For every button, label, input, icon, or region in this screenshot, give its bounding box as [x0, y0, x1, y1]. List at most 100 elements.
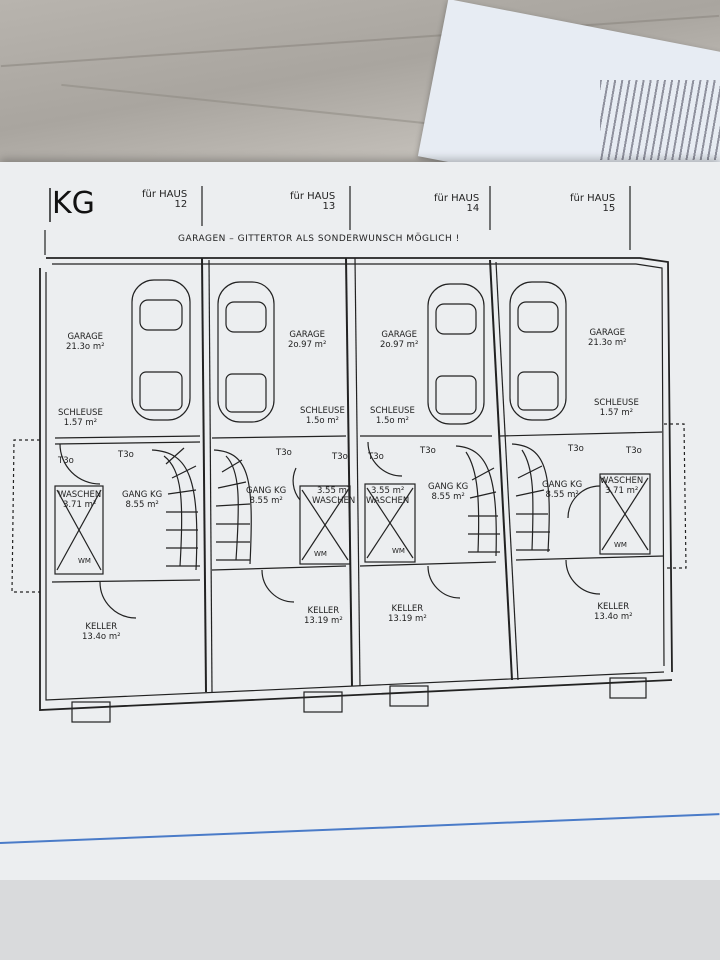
keller-wall: [359, 561, 497, 567]
garage-wall: [211, 435, 347, 439]
light-well: [389, 685, 429, 707]
background-paper-drawing: [600, 80, 720, 160]
room-name: KELLER: [391, 604, 424, 614]
house-number: 15: [602, 203, 616, 214]
light-well: [609, 677, 647, 699]
house-header-label: für HAUS: [570, 193, 616, 204]
party-wall: [354, 257, 361, 687]
waschen-cross: [601, 477, 649, 551]
car-h15: [509, 281, 567, 421]
staircase-h14: [455, 445, 500, 557]
car-h13: [217, 281, 275, 423]
washing-machine-label-h15: WM: [614, 541, 627, 549]
room-name: SCHLEUSE: [58, 408, 103, 418]
house-number: 14: [466, 203, 480, 214]
room-area: 21.3o m²: [66, 342, 105, 352]
room-name: WASCHEN: [366, 496, 410, 506]
house-header-label: für HAUS: [142, 189, 188, 200]
room-name: GARAGE: [67, 332, 104, 342]
room-name: SCHLEUSE: [594, 398, 639, 408]
room-name: KELLER: [307, 606, 340, 616]
room-area: 8.55 m²: [249, 496, 283, 506]
house-14-header: für HAUS 14: [434, 194, 479, 214]
room-name: WASCHEN: [58, 490, 102, 500]
room-name: GARAGE: [589, 328, 626, 338]
house-13-header: für HAUS 13: [290, 192, 335, 212]
door-swing: [99, 581, 137, 619]
door-label-h15: T3o: [568, 444, 584, 454]
room-area: 3.55 m²: [370, 486, 405, 496]
room-area: 13.19 m²: [304, 616, 343, 626]
waschen-cross: [366, 487, 414, 559]
door-label-h14: T3o: [420, 446, 436, 456]
waschen-room-h15: [599, 473, 651, 555]
keller-wall: [515, 555, 665, 561]
room-area: 13.19 m²: [388, 614, 427, 624]
room-area: 1.5o m²: [305, 416, 339, 426]
door-swing: [367, 441, 403, 477]
party-wall: [208, 259, 213, 693]
dashed-outline: [664, 423, 687, 569]
house-header-label: für HAUS: [290, 191, 336, 202]
party-wall: [345, 257, 353, 687]
keller-wall: [211, 565, 347, 571]
room-name: GANG KG: [246, 486, 287, 496]
waschen-room-h13: [299, 485, 351, 565]
washing-machine-label-h13: WM: [314, 550, 327, 558]
room-area: 1.57 m²: [599, 408, 634, 418]
door-label-h12: T3o: [118, 450, 134, 460]
door-swing: [292, 467, 301, 501]
car-h14: [427, 283, 485, 425]
room-area: 8.55 m²: [125, 500, 159, 510]
house-header-label: für HAUS: [434, 193, 480, 204]
room-area: 2o.97 m²: [288, 340, 327, 350]
outer-wall-top: [46, 257, 673, 673]
room-name: SCHLEUSE: [300, 406, 345, 416]
waschen-cross: [301, 489, 349, 561]
outer-wall-bottom-inner: [45, 272, 665, 701]
outer-wall-bottom: [39, 268, 673, 711]
garage-wall: [499, 431, 663, 437]
door-label-h13: T3o: [332, 452, 348, 462]
door-swing: [59, 443, 101, 485]
room-name: GARAGE: [381, 330, 417, 340]
staircase-h12: [151, 447, 200, 571]
garage-wall: [54, 441, 201, 445]
car-h12: [131, 279, 191, 421]
room-area: 3.55 m²: [316, 486, 351, 496]
door-label-h15: T3o: [626, 446, 642, 456]
room-name: KELLER: [85, 622, 118, 632]
staircase-h15: [511, 443, 550, 553]
room-area: 3.71 m²: [604, 486, 639, 496]
party-wall: [201, 257, 207, 693]
garage-gate-note: GARAGEN – GITTERTOR ALS SONDERWUNSCH MÖG…: [178, 234, 460, 244]
plan-title: KG: [52, 186, 95, 221]
house-15-header: für HAUS 15: [570, 194, 615, 214]
door-swing: [261, 569, 295, 603]
room-area: 13.4o m²: [82, 632, 121, 642]
house-12-header: für HAUS 12: [142, 190, 187, 210]
room-area: 1.5o m²: [375, 416, 409, 426]
room-name: GANG KG: [122, 490, 163, 500]
room-area: 3.71 m²: [62, 500, 97, 510]
keller-wall: [51, 579, 201, 583]
room-area: 1.57 m²: [63, 418, 98, 428]
light-well: [71, 701, 111, 723]
waschen-room-h14: [364, 483, 416, 563]
room-area: 13.4o m²: [594, 612, 633, 622]
